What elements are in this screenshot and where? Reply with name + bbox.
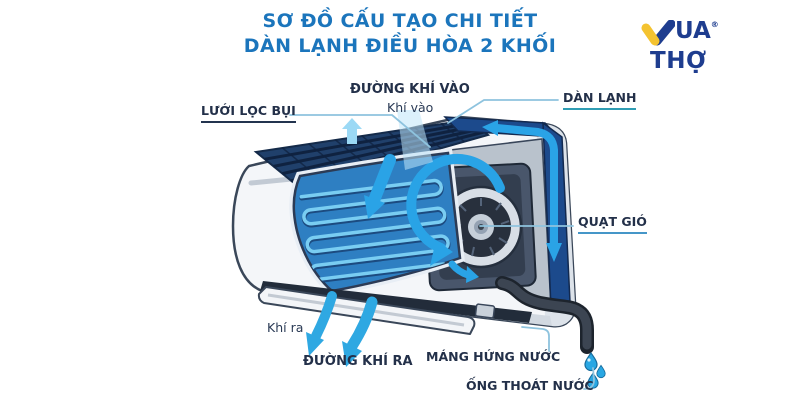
logo-registered-mark: ® — [710, 20, 719, 29]
fan-rotation-arrow — [406, 153, 505, 283]
airflow-arrow-outlet — [306, 291, 378, 367]
page-title: SƠ ĐỒ CẤU TẠO CHI TIẾT DÀN LẠNH ĐIỀU HÒA… — [0, 9, 800, 59]
flow-arrowhead-down — [546, 243, 562, 262]
airflow-arrow-intake — [342, 110, 433, 219]
evaporator-coil — [289, 147, 465, 296]
drain-vent — [474, 303, 496, 319]
label-dust-filter: LƯỚI LỌC BỤI — [201, 104, 296, 123]
leader-line-ong-thoat-nuoc — [583, 367, 595, 390]
outlet-slot — [260, 281, 532, 323]
flow-arrow-top — [493, 124, 558, 247]
leader-line-dan-lanh — [447, 99, 559, 124]
label-air-inlet-path: ĐƯỜNG KHÍ VÀO — [350, 82, 470, 97]
title-line-1: SƠ ĐỒ CẤU TẠO CHI TIẾT — [262, 10, 538, 32]
brand-logo-row: UA ® — [641, 20, 719, 46]
label-fan: QUẠT GIÓ — [578, 215, 647, 234]
label-air-in: Khí vào — [387, 100, 434, 115]
logo-v-mark-icon — [641, 20, 675, 46]
label-air-out: Khí ra — [267, 320, 304, 335]
drain-pipe — [495, 276, 594, 354]
air-channel — [443, 116, 571, 310]
leader-line-filter — [289, 114, 431, 148]
brand-logo: UA ® THỢ — [641, 20, 719, 73]
label-drain-hose: ỐNG THOÁT NƯỚC — [466, 378, 594, 393]
label-air-outlet-path: ĐƯỜNG KHÍ RA — [303, 354, 413, 369]
flow-arrowhead-left — [482, 120, 498, 136]
logo-text-ua: UA — [675, 18, 711, 44]
label-drip-tray: MÁNG HỨNG NƯỚC — [426, 349, 561, 364]
logo-text-tho: THỢ — [650, 48, 707, 74]
label-cooling-coil: DÀN LẠNH — [563, 91, 637, 110]
leader-line-mang-hung-nuoc — [521, 326, 550, 352]
water-drops — [584, 352, 606, 389]
title-line-2: DÀN LẠNH ĐIỀU HÒA 2 KHỐI — [243, 35, 557, 58]
